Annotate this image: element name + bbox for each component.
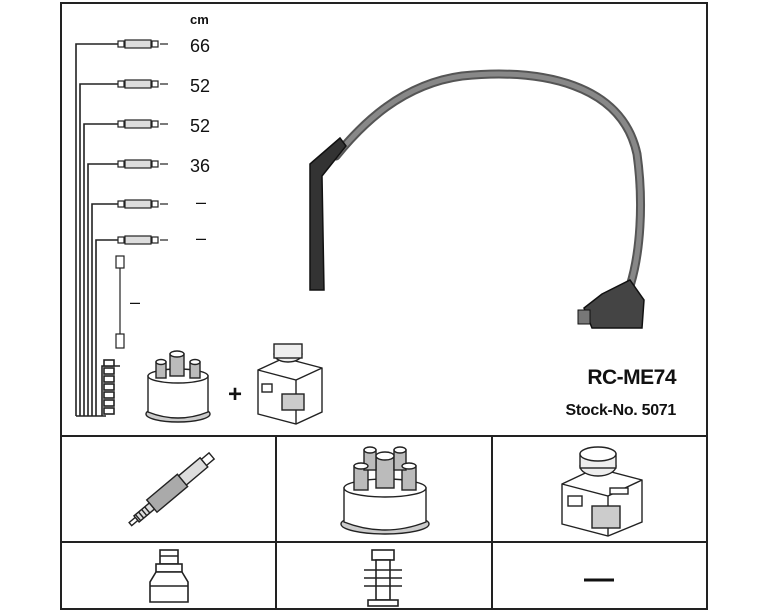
- ignition-lead-picture: [309, 69, 646, 329]
- ignition-coil-icon: [561, 446, 643, 537]
- ignition-coil-small: [257, 343, 323, 425]
- distributor-cap-small: [145, 350, 211, 423]
- plus-sign: +: [228, 381, 243, 408]
- distributor-cap-icon: [340, 446, 430, 535]
- harness-diagram: [75, 39, 646, 425]
- lead-connectors: [115, 39, 168, 349]
- lead-length-4: 36: [190, 156, 211, 176]
- lead-length-6: –: [196, 228, 207, 248]
- model-code: RC-ME74: [587, 366, 676, 389]
- table-top-line: [62, 435, 706, 437]
- lead-length-1: 66: [190, 36, 211, 56]
- product-sheet: cm 66 52 52 36 – – – + RC-ME74 Stock-No.…: [60, 2, 708, 610]
- table-column-line-2: [491, 435, 493, 610]
- coil-lead-length: –: [130, 292, 141, 312]
- lead-length-5: –: [196, 192, 207, 212]
- spark-plug-icon: [128, 451, 216, 527]
- length-unit-label: cm: [190, 12, 209, 27]
- table-column-line-1: [275, 435, 277, 610]
- lead-length-2: 52: [190, 76, 211, 96]
- stock-number: Stock-No. 5071: [565, 402, 676, 419]
- plug-terminal-icon: [149, 549, 189, 603]
- cap-terminal-icon: [364, 549, 402, 607]
- table-middle-line: [62, 541, 706, 543]
- lead-length-3: 52: [190, 116, 211, 136]
- wiring-schematic: [75, 43, 120, 417]
- empty-cell-mark: —: [584, 562, 614, 595]
